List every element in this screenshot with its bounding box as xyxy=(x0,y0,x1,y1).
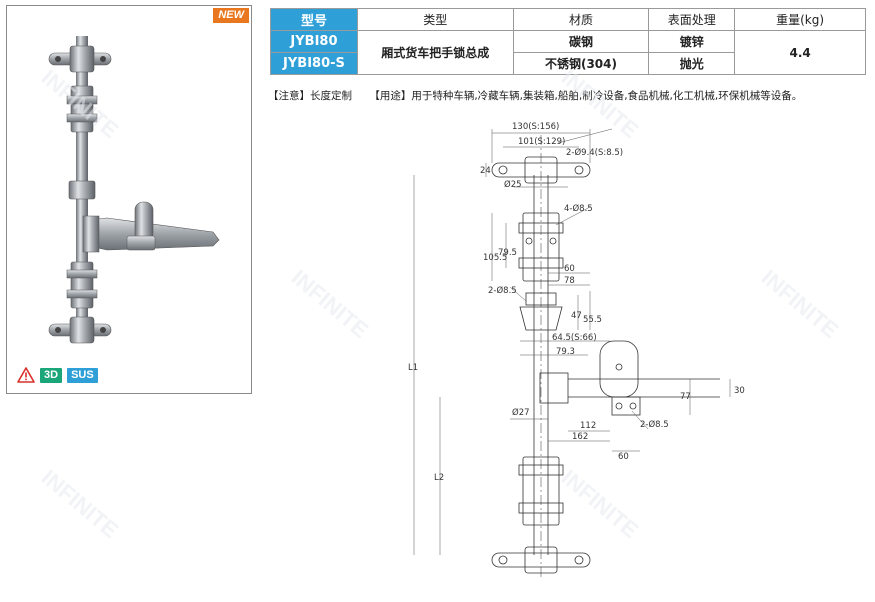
header-model: 型号 xyxy=(270,8,358,31)
dim-112: 112 xyxy=(580,421,596,431)
dim-162: 162 xyxy=(572,432,588,442)
dim-64: 64.5(S:66) xyxy=(552,333,597,343)
dim-55: 55.5 xyxy=(583,315,602,325)
header-material: 材质 xyxy=(512,8,650,31)
product-photo xyxy=(48,36,220,344)
dim-47: 47 xyxy=(571,311,582,321)
spec-table: 型号 类型 材质 表面处理 重量(kg) JYBI80 厢式货车把手锁总成 碳钢… xyxy=(270,8,866,75)
material-cell: 碳钢 xyxy=(512,30,650,53)
dim-hole2a: 2-Ø8.5 xyxy=(488,285,517,296)
header-weight: 重量(kg) xyxy=(734,8,866,31)
technical-drawing: 130(S:156) 101(S:129) 24 2-Ø9.4(S:8.5) Ø… xyxy=(408,122,745,580)
note-usage: 【用途】用于特种车辆,冷藏车辆,集装箱,船舶,制冷设备,食品机械,化工机械,环保… xyxy=(369,90,803,102)
product-badges: 3D SUS xyxy=(17,367,98,383)
watermark-text: INFINITE xyxy=(37,465,123,543)
dim-78: 78 xyxy=(564,276,575,286)
dim-hole-top: 2-Ø9.4(S:8.5) xyxy=(566,147,623,158)
table-row: JYBI80 厢式货车把手锁总成 碳钢 镀锌 4.4 xyxy=(270,30,866,75)
notes-line: 【注意】长度定制 【用途】用于特种车辆,冷藏车辆,集装箱,船舶,制冷设备,食品机… xyxy=(268,88,816,103)
spec-table-header: 型号 类型 材质 表面处理 重量(kg) xyxy=(270,8,866,31)
sus-badge: SUS xyxy=(67,367,98,383)
dim-60b: 60 xyxy=(618,452,629,462)
model-cell: JYBI80 xyxy=(270,30,358,53)
dim-30: 30 xyxy=(734,386,745,396)
dim-hole4: 4-Ø8.5 xyxy=(564,203,593,214)
surface-cell: 镀锌 xyxy=(648,30,736,53)
product-image-panel: NEW xyxy=(6,5,252,394)
note-attention: 【注意】长度定制 xyxy=(268,90,352,102)
material-cell: 不锈钢(304) xyxy=(512,52,650,75)
new-badge: NEW xyxy=(213,8,249,23)
dim-79-5: 79.5 xyxy=(498,248,517,258)
dim-hole2b: 2-Ø8.5 xyxy=(640,419,669,430)
dim-60a: 60 xyxy=(564,264,575,274)
header-type: 类型 xyxy=(356,8,514,31)
warning-icon xyxy=(17,367,35,383)
dim-101: 101(S:129) xyxy=(518,137,565,147)
table-row: JYBI80-S 不锈钢(304) 抛光 xyxy=(270,52,866,75)
dim-L2: L2 xyxy=(434,473,444,483)
model-cell: JYBI80-S xyxy=(270,52,358,75)
weight-cell: 4.4 xyxy=(734,30,866,75)
dim-105: 105.5 xyxy=(483,253,507,263)
watermark-text: INFINITE xyxy=(287,265,373,343)
dim-d27: Ø27 xyxy=(512,407,530,418)
dim-130: 130(S:156) xyxy=(512,122,559,132)
dim-79-3: 79.3 xyxy=(556,347,575,357)
3d-badge[interactable]: 3D xyxy=(40,367,63,383)
dim-24: 24 xyxy=(480,166,491,176)
surface-cell: 抛光 xyxy=(648,52,736,75)
header-surface: 表面处理 xyxy=(648,8,736,31)
dim-d25: Ø25 xyxy=(504,179,522,190)
dim-L1: L1 xyxy=(408,363,418,373)
type-cell: 厢式货车把手锁总成 xyxy=(356,30,514,75)
dim-77: 77 xyxy=(680,392,691,402)
